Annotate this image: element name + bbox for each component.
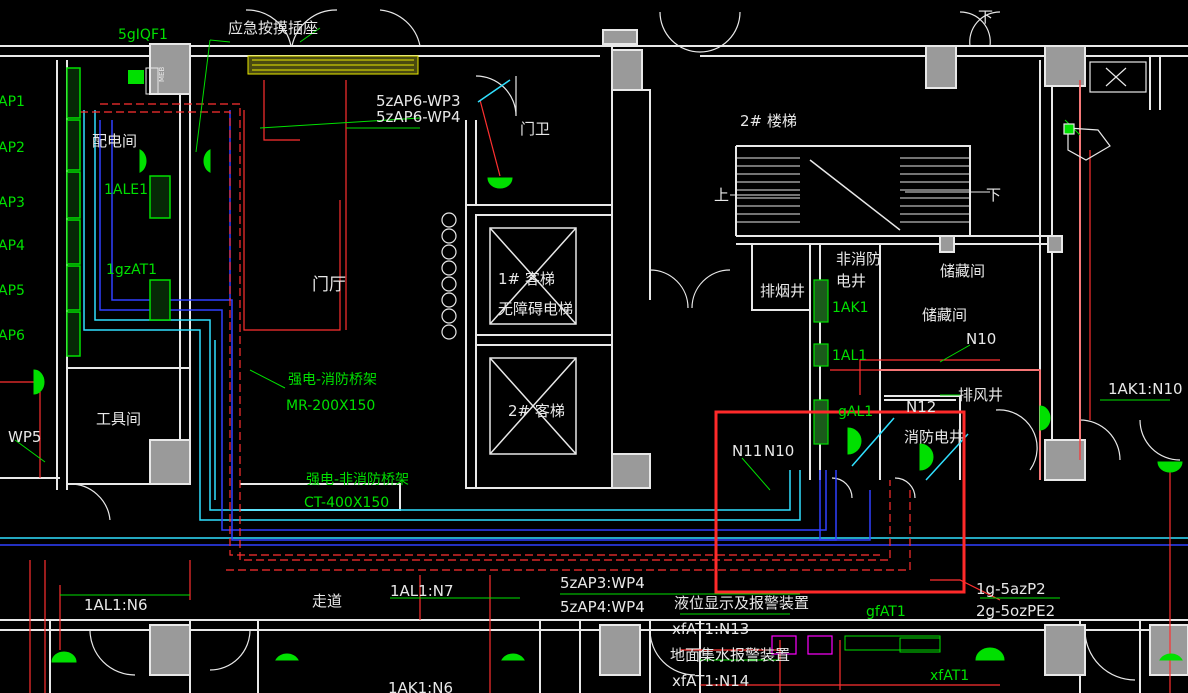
label-storage-b: 储藏间 <box>922 306 967 324</box>
label-ap6: AP6 <box>0 328 25 344</box>
label-elev1-b: 无障碍电梯 <box>498 300 573 318</box>
labels: 5gIQF1 应急按摸插座 AP1 AP2 AP3 AP4 AP5 AP6 配电… <box>0 8 1183 693</box>
trays-cyan <box>0 110 1188 539</box>
label-nonfire-a: 非消防 <box>836 250 881 268</box>
label-down-top: 下 <box>978 8 993 26</box>
label-n12: N12 <box>906 398 936 416</box>
label-floor-alarm: 地面集水报警装置 <box>670 646 790 664</box>
red-cables <box>0 80 1171 693</box>
label-ale1: 1ALE1 <box>104 182 148 198</box>
label-xfat1n14: xfAT1:N14 <box>672 672 749 690</box>
columns <box>149 29 1188 676</box>
label-tray1-title: 强电-消防桥架 <box>288 372 377 388</box>
label-n11: N11 <box>732 442 762 460</box>
magenta-units <box>771 635 833 655</box>
label-ap2: AP2 <box>0 140 25 156</box>
label-emergency-socket: 应急按摸插座 <box>228 19 318 37</box>
label-wp5: WP5 <box>8 428 41 446</box>
label-al1: 1AL1 <box>832 348 867 364</box>
label-xfat1: xfAT1 <box>930 668 969 684</box>
label-ap5: AP5 <box>0 283 25 299</box>
label-wp4: 5zAP6-WP4 <box>376 108 461 126</box>
label-al1n7: 1AL1:N7 <box>390 582 454 600</box>
label-elev1-a: 1# 客梯 <box>498 270 555 288</box>
label-tray2-size: CT-400X150 <box>304 495 389 511</box>
label-n10: N10 <box>764 442 794 460</box>
cabinet-circles <box>441 212 457 340</box>
label-level-alarm: 液位显示及报警装置 <box>674 594 809 612</box>
label-gfat1: gfAT1 <box>866 604 906 620</box>
label-al1n6: 1AL1:N6 <box>84 596 148 614</box>
label-ga1: gAL1 <box>838 404 873 420</box>
label-tray2-title: 强电-非消防桥架 <box>306 472 409 488</box>
label-ak1n10: 1AK1:N10 <box>1108 380 1183 398</box>
label-tray1-size: MR-200X150 <box>286 398 375 414</box>
panels-left <box>66 67 171 357</box>
label-guard: 门卫 <box>520 120 550 138</box>
label-xfat1n13: xfAT1:N13 <box>672 620 749 638</box>
label-ap1: AP1 <box>0 94 25 110</box>
label-exhaust: 排风井 <box>958 386 1003 404</box>
label-p2: 1g-5azP2 <box>976 580 1046 598</box>
socket-strip <box>247 55 419 75</box>
label-wp3: 5zAP6-WP3 <box>376 92 461 110</box>
label-lobby: 门厅 <box>312 275 346 295</box>
cyan-fixtures <box>477 79 969 481</box>
label-smoke-shaft: 排烟井 <box>760 282 805 300</box>
label-top-box: 5gIQF1 <box>118 27 168 43</box>
label-corridor: 走道 <box>312 592 342 610</box>
lamp-icons <box>33 149 1183 663</box>
label-stair: 2# 楼梯 <box>740 112 797 130</box>
meb-label: MEB <box>158 67 166 82</box>
fan-box <box>1063 61 1147 161</box>
label-zap4: 5zAP4:WP4 <box>560 598 645 616</box>
stair-treads <box>730 157 990 231</box>
label-storage-a: 储藏间 <box>940 262 985 280</box>
label-ak1n6: 1AK1:N6 <box>388 679 453 693</box>
label-pe2: 2g-5ozPE2 <box>976 602 1055 620</box>
label-tool-room: 工具间 <box>96 410 141 428</box>
label-n10-storage: N10 <box>966 330 996 348</box>
label-fire-shaft: 消防电井 <box>904 428 964 446</box>
label-up: 上 <box>714 186 729 204</box>
label-ap3: AP3 <box>0 195 25 211</box>
label-dist-room: 配电间 <box>92 132 137 150</box>
label-ap4: AP4 <box>0 238 25 254</box>
label-nonfire-b: 电井 <box>836 272 866 290</box>
panels-shaft <box>813 279 829 445</box>
label-zap3: 5zAP3:WP4 <box>560 574 645 592</box>
meb-box: MEB <box>128 67 166 95</box>
label-down: 下 <box>986 186 1001 204</box>
elevator-shafts <box>489 227 577 455</box>
label-gzat1: 1gzAT1 <box>106 262 157 278</box>
highlight-box <box>714 410 966 594</box>
label-ak1: 1AK1 <box>832 300 869 316</box>
label-elev2: 2# 客梯 <box>508 402 565 420</box>
door-swings <box>69 9 1181 681</box>
leader-lines <box>14 27 1170 661</box>
